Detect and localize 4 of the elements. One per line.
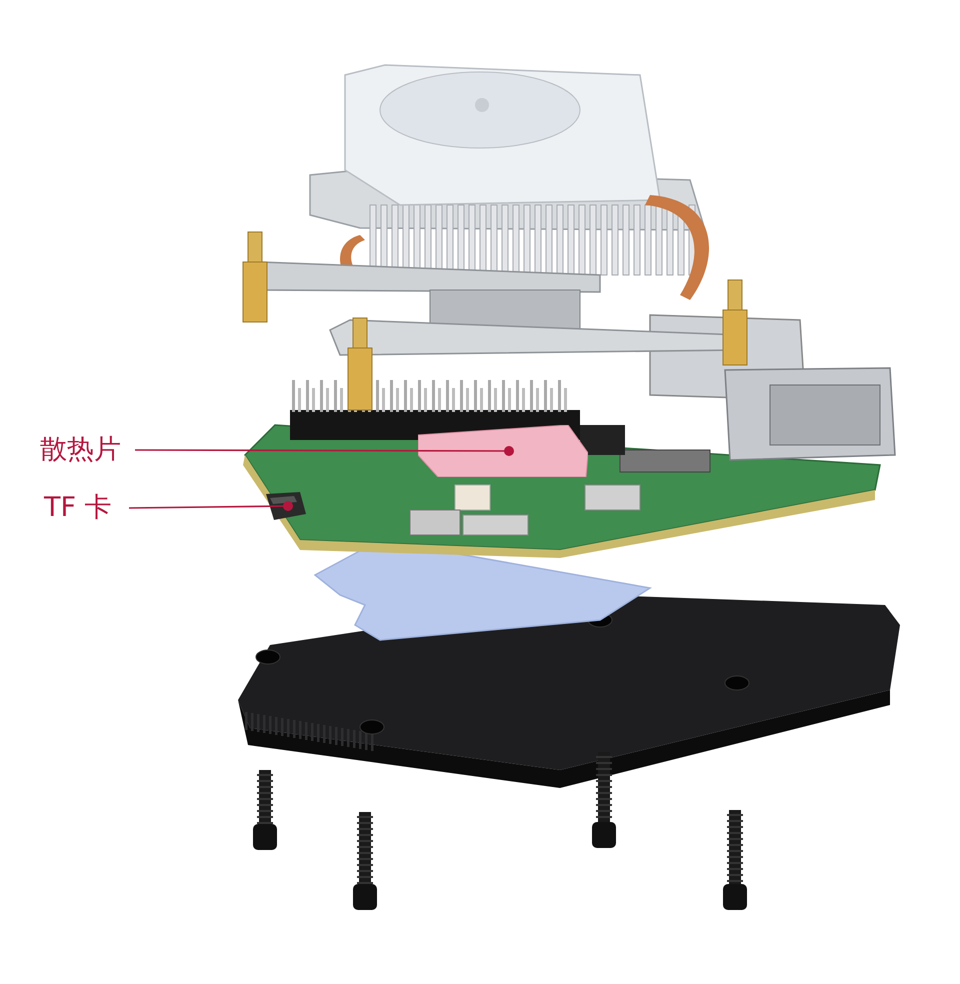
callout-label: 散热片 bbox=[40, 434, 130, 466]
leader-line bbox=[129, 501, 293, 511]
callout-label: TF 卡 bbox=[44, 492, 124, 524]
leader-line bbox=[135, 446, 514, 456]
